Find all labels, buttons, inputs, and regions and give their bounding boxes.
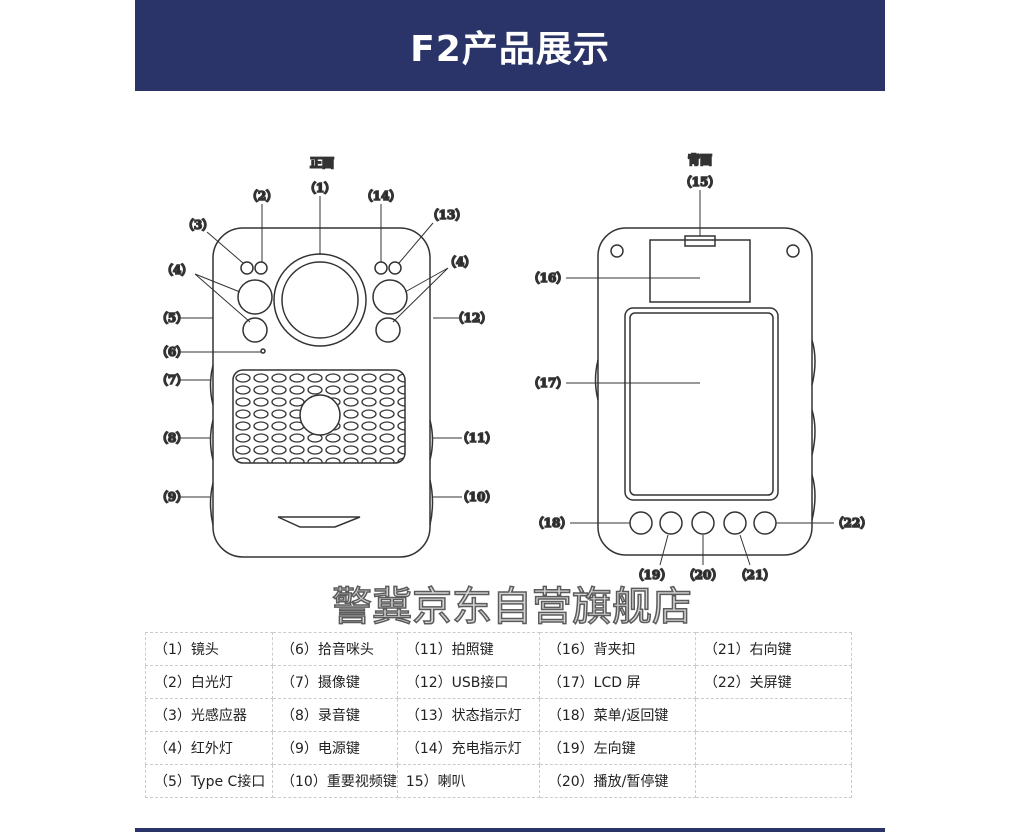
table-cell: （2）白光灯 bbox=[145, 665, 273, 699]
label-8: （8） bbox=[156, 430, 188, 445]
label-10: （10） bbox=[457, 489, 498, 504]
front-view: 正面 （1） （2） （3） （4） （4） （5） （6） （7） （8） （… bbox=[155, 155, 498, 558]
lcd-screen bbox=[624, 307, 779, 501]
label-11: （11） bbox=[457, 430, 498, 445]
table-cell: （14）充电指示灯 bbox=[396, 731, 540, 765]
table-cell: （21）右向键 bbox=[694, 632, 852, 666]
table-row: （4）红外灯（9）电源键（14）充电指示灯（19）左向键 bbox=[145, 731, 852, 765]
back-title: 背面 bbox=[688, 152, 712, 167]
table-cell: （10）重要视频键 bbox=[272, 764, 398, 798]
back-clip bbox=[649, 239, 751, 303]
label-22: （22） bbox=[832, 515, 873, 530]
label-13: （13） bbox=[427, 207, 468, 222]
table-cell: （9）电源键 bbox=[272, 731, 398, 765]
bottom-rule bbox=[135, 828, 885, 832]
table-cell: （16）背夹扣 bbox=[538, 632, 696, 666]
label-21: （21） bbox=[735, 567, 776, 582]
label-1: （1） bbox=[304, 180, 336, 195]
table-cell: （3）光感应器 bbox=[145, 698, 273, 732]
table-cell: （11）拍照键 bbox=[396, 632, 540, 666]
back-view: 背面 （15） （16） （17） （18） （19） （20） （21） （2… bbox=[527, 151, 873, 583]
product-diagram: 正面 （1） （2） （3） （4） （4） （5） （6） （7） （8） （… bbox=[155, 151, 873, 630]
table-row: （2）白光灯（7）摄像键（12）USB接口（17）LCD 屏（22）关屏键 bbox=[145, 665, 852, 699]
label-6: （6） bbox=[156, 344, 188, 359]
table-cell: （13）状态指示灯 bbox=[396, 698, 540, 732]
table-cell: 15）喇叭 bbox=[396, 764, 540, 798]
table-cell bbox=[694, 731, 852, 765]
table-cell: （19）左向键 bbox=[538, 731, 696, 765]
label-18: （18） bbox=[532, 515, 573, 530]
label-12: （12） bbox=[452, 310, 493, 325]
label-17: （17） bbox=[528, 375, 569, 390]
table-cell: （17）LCD 屏 bbox=[538, 665, 696, 699]
parts-table: （1）镜头（6）拾音咪头（11）拍照键（16）背夹扣（21）右向键（2）白光灯（… bbox=[145, 632, 852, 798]
table-cell bbox=[694, 764, 852, 798]
label-15: （15） bbox=[680, 174, 721, 189]
front-title: 正面 bbox=[310, 156, 334, 170]
table-cell: （8）录音键 bbox=[272, 698, 398, 732]
label-14: （14） bbox=[361, 188, 402, 203]
table-cell: （7）摄像键 bbox=[272, 665, 398, 699]
table-cell: （6）拾音咪头 bbox=[272, 632, 398, 666]
table-cell: （20）播放/暂停键 bbox=[538, 764, 696, 798]
table-cell: （12）USB接口 bbox=[396, 665, 540, 699]
label-4: （4） bbox=[444, 254, 476, 269]
label-7: （7） bbox=[156, 372, 188, 387]
page-title: F2产品展示 bbox=[135, 0, 885, 91]
table-cell: （4）红外灯 bbox=[145, 731, 273, 765]
label-20: （20） bbox=[683, 567, 724, 582]
label-3: （3） bbox=[182, 217, 214, 232]
label-2: （2） bbox=[246, 188, 278, 203]
label-4: （4） bbox=[161, 262, 193, 277]
table-row: （3）光感应器（8）录音键（13）状态指示灯（18）菜单/返回键 bbox=[145, 698, 852, 732]
label-9: （9） bbox=[156, 489, 188, 504]
table-row: （1）镜头（6）拾音咪头（11）拍照键（16）背夹扣（21）右向键 bbox=[145, 632, 852, 666]
label-19: （19） bbox=[632, 567, 673, 582]
label-5: （5） bbox=[156, 310, 188, 325]
table-cell bbox=[694, 698, 852, 732]
label-16: （16） bbox=[528, 270, 569, 285]
lens bbox=[273, 253, 367, 347]
table-cell: （1）镜头 bbox=[145, 632, 273, 666]
table-cell: （5）Type C接口 bbox=[145, 764, 273, 798]
table-cell: （22）关屏键 bbox=[694, 665, 852, 699]
watermark: 警冀京东自营旗舰店 bbox=[332, 584, 692, 630]
table-cell: （18）菜单/返回键 bbox=[538, 698, 696, 732]
